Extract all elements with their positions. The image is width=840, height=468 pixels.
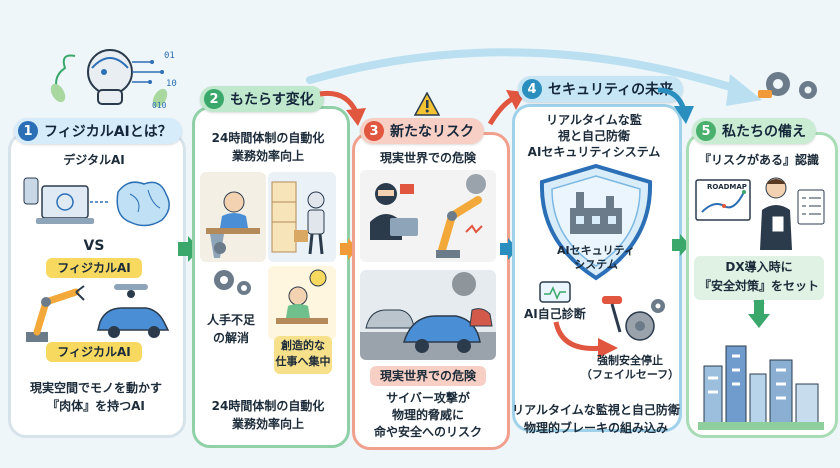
panel-4-caption-line2: 物理的ブレーキの組み込み	[523, 421, 668, 435]
panel-1-caption-line2: 『肉体』を持つAI	[47, 399, 145, 413]
digital-ai-label: デジタルAI	[63, 153, 125, 167]
svg-text:10: 10	[166, 79, 177, 89]
arrow-1-to-2	[178, 236, 200, 262]
panel-1-title: フィジカルAIとは？	[44, 124, 172, 140]
gears-icon	[758, 72, 817, 99]
roadmap-presenter-illustration	[695, 177, 825, 250]
flow-arc-arrow	[306, 48, 762, 106]
panel-3-title-badge: 3 新たなリスク	[360, 118, 484, 144]
car-crash-scene	[360, 270, 496, 360]
danger-top-label: 現実世界での危険	[379, 151, 476, 165]
panel-2-bottom-line1: 24時間体制の自動化	[211, 399, 325, 413]
panel-3-caption-line3: 命や安全へのリスク	[373, 425, 482, 439]
down-arrow-icon	[748, 300, 770, 328]
warning-icon	[414, 92, 440, 116]
panel-4-number: 4	[522, 79, 542, 99]
failsafe-line1: 強制安全停止	[597, 354, 663, 367]
panel-2-title: もたらす変化	[230, 92, 314, 108]
panel-2-title-badge: 2 もたらす変化	[200, 86, 324, 112]
danger-bottom-label: 現実世界での危険	[370, 366, 486, 386]
dx-safety-box: DX導入時に 『安全対策』をセットで	[694, 256, 824, 312]
panel-4-top-line2: 視と自己防衛	[557, 129, 630, 143]
creative-worker-scene	[268, 266, 336, 340]
panel-2-gears-icon	[214, 270, 251, 295]
stressed-worker-scene	[200, 172, 266, 262]
vs-label: VS	[83, 238, 105, 254]
diagnostic-monitor-icon	[539, 281, 571, 303]
arrow-2-to-3	[319, 90, 366, 126]
panel-5-title-badge: 5 私たちの備え	[692, 118, 816, 144]
creative-work-line1: 創造的な	[281, 339, 325, 352]
panel-4-title-badge: 4 セキュリティの未来	[518, 76, 684, 102]
panel-4-top-line1: リアルタイムな監	[546, 113, 642, 127]
arrow-4-to-5-side	[672, 234, 690, 256]
labor-shortage-line2: の解消	[212, 331, 249, 345]
panel-2-number: 2	[204, 89, 224, 109]
panel-4-caption-line1: リアルタイムな監視と自己防衛	[512, 403, 680, 417]
robot-worker-scene	[268, 172, 336, 262]
svg-text:010: 010	[152, 101, 167, 110]
diag-to-stop-arrow	[553, 321, 618, 358]
arrow-4-to-5	[657, 87, 694, 124]
panel-2-bottom-line2: 業務効率向上	[231, 417, 304, 431]
emergency-brake-icon	[602, 296, 665, 341]
panel-4-top-line3: AIセキュリティシステム	[527, 145, 661, 159]
creative-work-line2: 仕事へ集中	[275, 355, 331, 368]
svg-text:01: 01	[164, 51, 175, 61]
dx-line1: DX導入時に	[725, 260, 793, 274]
self-diagnosis-label: AI自己診断	[524, 307, 586, 321]
panel-5-number: 5	[696, 121, 716, 141]
panel-2-top-line2: 業務効率向上	[231, 149, 304, 163]
panel-4-title: セキュリティの未来	[548, 82, 674, 98]
panel-5-title: 私たちの備え	[722, 124, 806, 140]
city-skyline-illustration	[698, 345, 824, 430]
panel-3-caption-line1: サイバー攻撃が	[386, 391, 470, 405]
panel-1-number: 1	[18, 121, 38, 141]
risk-awareness-label: 『リスクがある』認識	[698, 153, 819, 167]
panel-3-number: 3	[364, 121, 384, 141]
arrow-3-to-4-side	[500, 238, 518, 260]
security-shield-icon	[539, 163, 653, 281]
panel-3-title: 新たなリスク	[390, 124, 474, 140]
shield-label-line1: AIセキュリティ	[557, 244, 635, 257]
digital-ai-illustration	[23, 177, 170, 227]
creative-work-label: 創造的な 仕事へ集中	[274, 336, 332, 374]
arrow-2-to-3-side	[340, 238, 358, 260]
shield-label-line2: システム	[574, 258, 618, 271]
physical-ai-label-2: フィジカルAI	[46, 342, 142, 362]
panel-2-top-line1: 24時間体制の自動化	[211, 131, 325, 145]
physical-ai-label-1: フィジカルAI	[46, 258, 142, 278]
ai-robot-head-icon: 01 10 010	[50, 49, 177, 110]
panel-3-caption-line2: 物理的脅威に	[391, 408, 464, 422]
failsafe-line2: （フェイルセーフ）	[580, 368, 680, 381]
robot-arm-car-illustration	[26, 284, 170, 342]
roadmap-label: ROADMAP	[707, 183, 747, 191]
hacker-robot-scene	[360, 170, 496, 262]
panel-1-title-badge: 1 フィジカルAIとは？	[14, 118, 182, 144]
labor-shortage-line1: 人手不足	[206, 313, 255, 327]
panel-1-caption-line1: 現実空間でモノを動かす	[29, 381, 162, 395]
